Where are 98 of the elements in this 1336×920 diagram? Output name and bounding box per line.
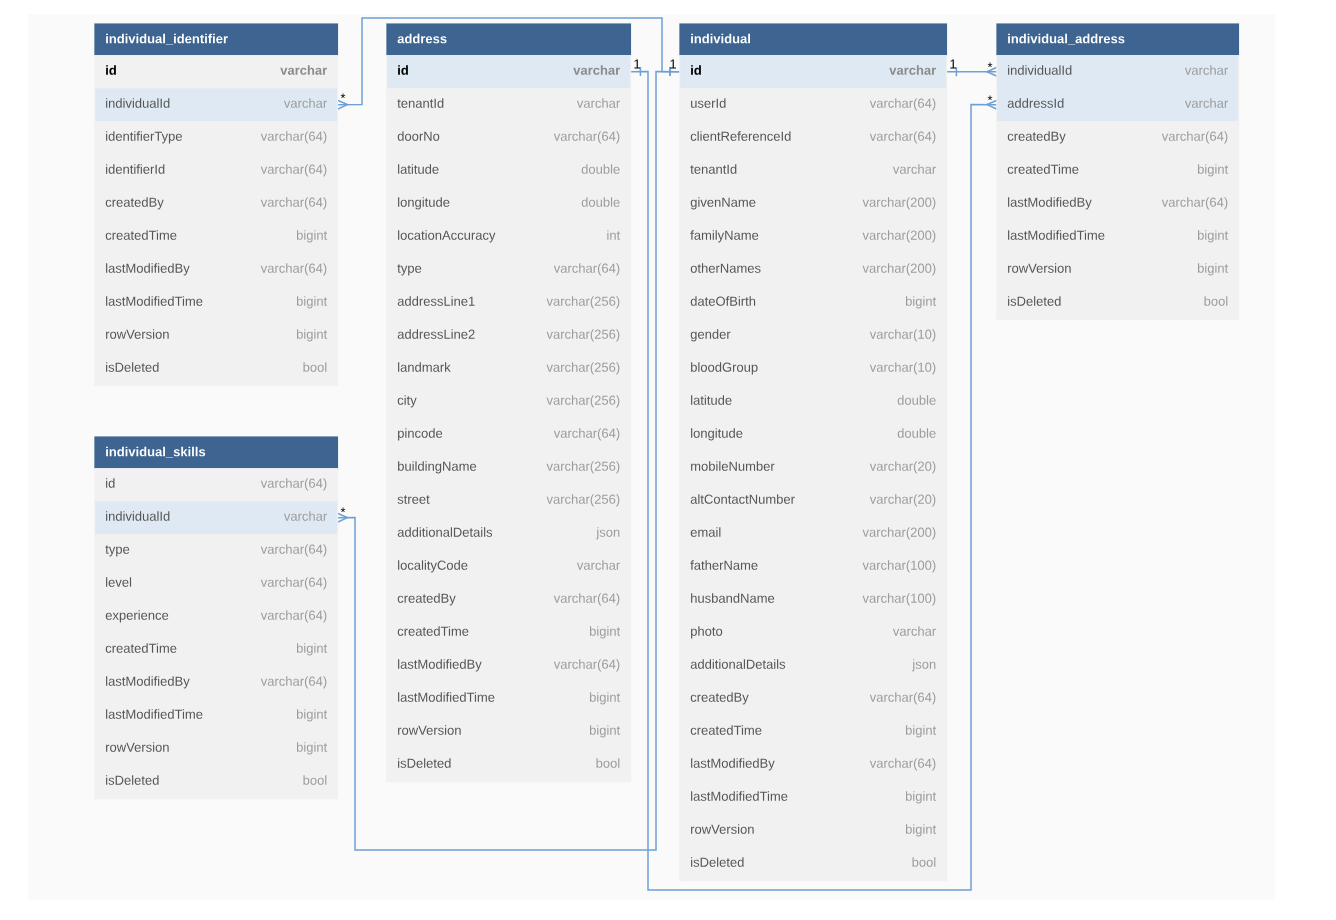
table-row: isDeleted bool bbox=[997, 286, 1239, 320]
table-row: lastModifiedTime bigint bbox=[387, 682, 631, 716]
table-row: street varchar(256) bbox=[387, 484, 631, 518]
table-row: doorNo varchar(64) bbox=[387, 121, 631, 155]
table-row: addressLine2 varchar(256) bbox=[387, 319, 631, 353]
table-row: locationAccuracy int bbox=[387, 220, 631, 254]
table-row: createdBy varchar(64) bbox=[997, 121, 1239, 155]
table-row: id varchar bbox=[95, 55, 338, 89]
table-row: clientReferenceId varchar(64) bbox=[680, 121, 947, 155]
entity-table: individual id varchar userId varchar(64) clientReferenceId varchar(64) tenantId varchar givenName varchar(200) familyName varchar(200) otherNames varchar(200) dateOfBirth bigint gender varchar(10) bloodGroup varchar(10) latitude double longitude double mobileNumber varchar(20) altContactNumber varchar(20) email varchar(200) fatherName varchar(100) husbandName varchar(100) photo varchar additionalDetails json createdBy varchar(64) createdTime bigint lastModifiedBy varchar(64) lastModifiedTime bigint rowVersion bigint isDeleted bool bbox=[679, 23, 948, 882]
table-row: photo varchar bbox=[680, 616, 947, 650]
table-row: individualId varchar bbox=[95, 501, 338, 535]
table-row: id varchar(64) bbox=[95, 468, 338, 502]
table-row: createdTime bigint bbox=[997, 154, 1239, 188]
table-row: addressLine1 varchar(256) bbox=[387, 286, 631, 320]
table-row: lastModifiedTime bigint bbox=[680, 781, 947, 815]
table-row: familyName varchar(200) bbox=[680, 220, 947, 254]
table-row: lastModifiedTime bigint bbox=[95, 286, 338, 320]
table-row: fatherName varchar(100) bbox=[680, 550, 947, 584]
table-row: altContactNumber varchar(20) bbox=[680, 484, 947, 518]
table-row: createdTime bigint bbox=[95, 633, 338, 667]
table-row: lastModifiedBy varchar(64) bbox=[387, 649, 631, 683]
table-row: level varchar(64) bbox=[95, 567, 338, 601]
cardinality-label: * bbox=[340, 93, 346, 99]
table-row: type varchar(64) bbox=[95, 534, 338, 568]
table-row: lastModifiedTime bigint bbox=[997, 220, 1239, 254]
table-row: longitude double bbox=[680, 418, 947, 452]
table-row: id varchar bbox=[680, 55, 947, 89]
table-row: tenantId varchar bbox=[680, 154, 947, 188]
entity-table: individual_skills id varchar(64) individualId varchar type varchar(64) level varchar(64) experience varchar(64) createdTime bigint lastModifiedBy varchar(64) lastModifiedTime bigint rowVersion bigint isDeleted bool bbox=[94, 436, 339, 800]
relationship-line bbox=[629, 66, 998, 891]
entity-table: individual_address individualId varchar addressId varchar createdBy varchar(64) createdTime bigint lastModifiedBy varchar(64) lastModifiedTime bigint rowVersion bigint isDeleted bool bbox=[996, 23, 1240, 321]
table-row: pincode varchar(64) bbox=[387, 418, 631, 452]
table-row: createdTime bigint bbox=[680, 715, 947, 749]
table-row: userId varchar(64) bbox=[680, 88, 947, 122]
cardinality-label: 1 bbox=[950, 59, 956, 69]
table-row: tenantId varchar bbox=[387, 88, 631, 122]
table-row: individualId varchar bbox=[95, 88, 338, 122]
table-row: rowVersion bigint bbox=[387, 715, 631, 749]
node-label: varchar bbox=[280, 65, 327, 75]
table-row: createdBy varchar(64) bbox=[680, 682, 947, 716]
table-row: rowVersion bigint bbox=[95, 732, 338, 766]
table-row: rowVersion bigint bbox=[680, 814, 947, 848]
node-label: individualId bbox=[1008, 65, 1072, 75]
cardinality-label: 1 bbox=[670, 59, 676, 69]
node-label: id bbox=[106, 65, 116, 75]
table-row: id varchar bbox=[387, 55, 631, 89]
table-row: dateOfBirth bigint bbox=[680, 286, 947, 320]
table-row: additionalDetails json bbox=[387, 517, 631, 551]
table-row: landmark varchar(256) bbox=[387, 352, 631, 386]
table-row: lastModifiedTime bigint bbox=[95, 699, 338, 733]
table-row: createdTime bigint bbox=[95, 220, 338, 254]
cardinality-label: * bbox=[987, 95, 993, 101]
cardinality-label: 1 bbox=[634, 59, 640, 69]
table-row: email varchar(200) bbox=[680, 517, 947, 551]
table-row: identifierType varchar(64) bbox=[95, 121, 338, 155]
node-label: varchar bbox=[1184, 65, 1228, 75]
table-row: lastModifiedBy varchar(64) bbox=[680, 748, 947, 782]
table-row: isDeleted bool bbox=[387, 748, 631, 782]
table-row: isDeleted bool bbox=[95, 352, 338, 386]
table-row: buildingName varchar(256) bbox=[387, 451, 631, 485]
table-row: additionalDetails json bbox=[680, 649, 947, 683]
table-row: longitude double bbox=[387, 187, 631, 221]
entity-table: address id varchar tenantId varchar doorNo varchar(64) latitude double longitude double locationAccuracy int type varchar(64) addressLine1 varchar(256) addressLine2 varchar(256) landmark varchar(256) city varchar(256) pincode varchar(64) buildingName varchar(256) street varchar(256) additionalDetails json localityCode varchar createdBy varchar(64) createdTime bigint lastModifiedBy varchar(64) lastModifiedTime bigint rowVersion bigint isDeleted bool bbox=[386, 23, 632, 783]
node-label: id bbox=[106, 478, 115, 488]
table-row: gender varchar(10) bbox=[680, 319, 947, 353]
table-row: individualId varchar bbox=[997, 55, 1239, 89]
table-row: addressId varchar bbox=[997, 88, 1239, 122]
table-row: experience varchar(64) bbox=[95, 600, 338, 634]
table-row: lastModifiedBy varchar(64) bbox=[997, 187, 1239, 221]
node-label: varchar bbox=[1184, 98, 1228, 108]
table-row: lastModifiedBy varchar(64) bbox=[95, 253, 338, 287]
relationship-line bbox=[336, 66, 681, 851]
table-row: localityCode varchar bbox=[387, 550, 631, 584]
table-row: givenName varchar(200) bbox=[680, 187, 947, 221]
table-row: isDeleted bool bbox=[95, 765, 338, 799]
table-row: rowVersion bigint bbox=[95, 319, 338, 353]
node-label: addressId bbox=[1007, 98, 1064, 108]
table-row: latitude double bbox=[680, 385, 947, 419]
table-row: createdBy varchar(64) bbox=[387, 583, 631, 617]
table-row: latitude double bbox=[387, 154, 631, 188]
relationship-line bbox=[945, 66, 998, 77]
table-row: type varchar(64) bbox=[387, 253, 631, 287]
table-row: mobileNumber varchar(20) bbox=[680, 451, 947, 485]
entity-table: individual_identifier id varchar individualId varchar identifierType varchar(64) identifierId varchar(64) createdBy varchar(64) createdTime bigint lastModifiedBy varchar(64) lastModifiedTime bigint rowVersion bigint isDeleted bool bbox=[94, 23, 339, 387]
table-row: createdTime bigint bbox=[387, 616, 631, 650]
table-row: city varchar(256) bbox=[387, 385, 631, 419]
table-row: createdBy varchar(64) bbox=[95, 187, 338, 221]
cardinality-label: * bbox=[340, 507, 346, 513]
table-row: bloodGroup varchar(10) bbox=[680, 352, 947, 386]
table-row: identifierId varchar(64) bbox=[95, 154, 338, 188]
cardinality-label: * bbox=[987, 62, 993, 68]
table-row: rowVersion bigint bbox=[997, 253, 1239, 287]
table-row: otherNames varchar(200) bbox=[680, 253, 947, 287]
table-row: lastModifiedBy varchar(64) bbox=[95, 666, 338, 700]
table-row: isDeleted bool bbox=[680, 847, 947, 881]
table-row: husbandName varchar(100) bbox=[680, 583, 947, 617]
node-label: varchar(64) bbox=[260, 478, 327, 491]
